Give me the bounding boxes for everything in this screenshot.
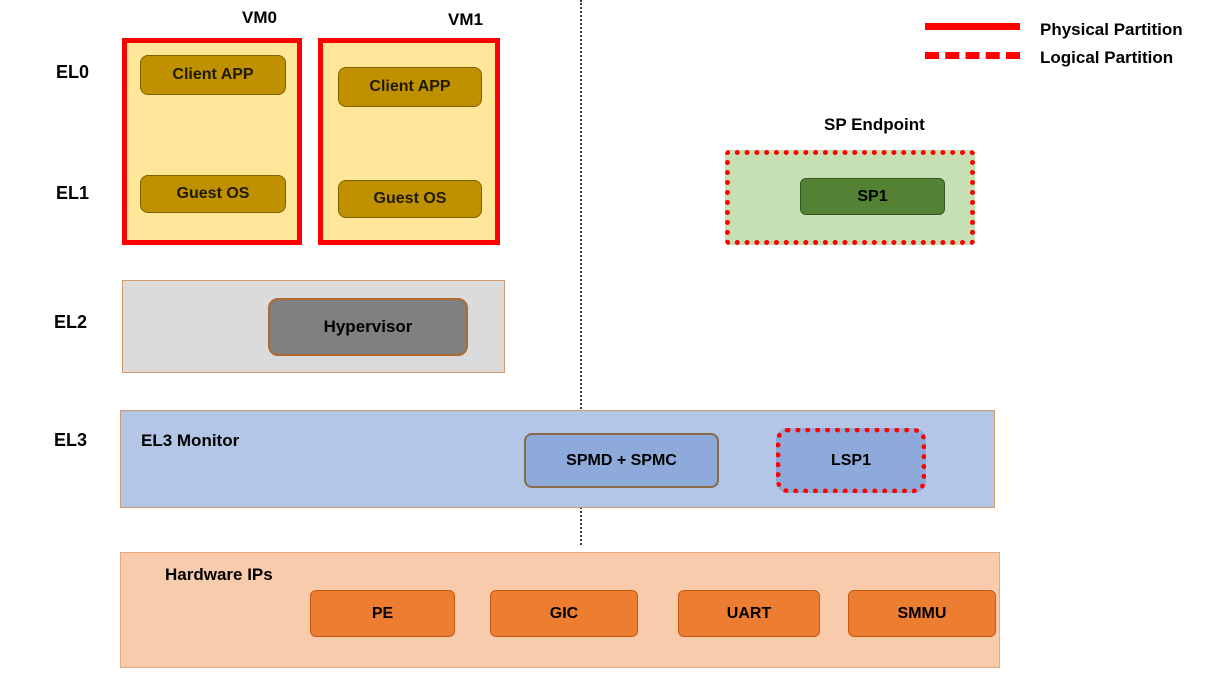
vm0-client-app-box: Client APP [140,55,286,95]
sp1-box: SP1 [800,178,945,215]
sp-endpooint-box: SP1 [725,150,975,245]
el2-row-box: Hypervisor [122,280,505,373]
hw-ip-box-gic: GIC [490,590,638,637]
el2-label: EL2 [54,312,88,332]
partition-divider-line [580,0,582,545]
vm0-guest-os-box: Guest OS [140,175,286,213]
physical-partition-line-swatch [925,23,1020,30]
hardware-ips-title: Hardware IPs [165,565,273,584]
hypervisor-box: Hypervisor [268,298,468,356]
physical-partition-label: Physical Partition [1040,20,1183,39]
el0-label: EL0 [56,62,90,82]
vm0-box: Client APP Guest OS [122,38,302,245]
el3-label: EL3 [54,430,88,450]
el3-monitor-row-box: EL3 Monitor SPMD + SPMC LSP1 [120,410,995,508]
vm1-guest-os-box: Guest OS [338,180,482,218]
hardware-ips-row-box: Hardware IPs PE GIC UART SMMU [120,552,1000,668]
hw-ip-box-smmu: SMMU [848,590,996,637]
hw-ip-box-uart: UART [678,590,820,637]
vm0-title: VM0 [242,8,277,27]
logical-partition-line-swatch [925,52,1020,59]
vm1-box: Client APP Guest OS [318,38,500,245]
hw-ip-box-pe: PE [310,590,455,637]
lsp1-box: LSP1 [776,428,926,493]
vm1-client-app-box: Client APP [338,67,482,107]
sp-endpoint-title: SP Endpoint [824,115,925,134]
el1-label: EL1 [56,183,90,203]
spmd-spmc-box: SPMD + SPMC [524,433,719,488]
vm1-title: VM1 [448,10,483,29]
logical-partition-label: Logical Partition [1040,48,1174,67]
el3-monitor-label: EL3 Monitor [141,431,240,450]
